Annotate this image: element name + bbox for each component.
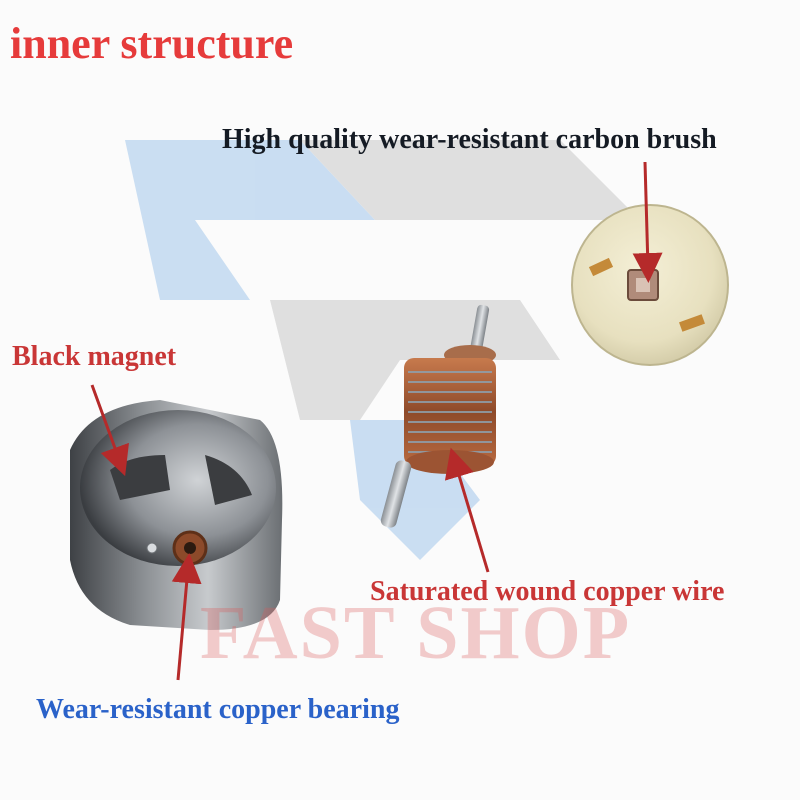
- shop-watermark: FAST SHOP: [200, 591, 632, 675]
- label-carbon-brush: High quality wear-resistant carbon brush: [222, 124, 717, 155]
- arrow-copper-wire: [444, 447, 490, 573]
- callout-arrows: [90, 161, 663, 681]
- brush-end-cap: [571, 204, 729, 366]
- armature-rotor: [380, 304, 496, 528]
- arrow-magnet: [90, 384, 129, 477]
- page-title: inner structure: [10, 19, 294, 68]
- label-black-magnet: Black magnet: [12, 341, 177, 372]
- label-copper-wire: Saturated wound copper wire: [370, 576, 725, 607]
- arrow-carbon-brush: [632, 161, 663, 283]
- label-copper-bearing: Wear-resistant copper bearing: [36, 694, 400, 725]
- arrow-bearing: [171, 553, 202, 681]
